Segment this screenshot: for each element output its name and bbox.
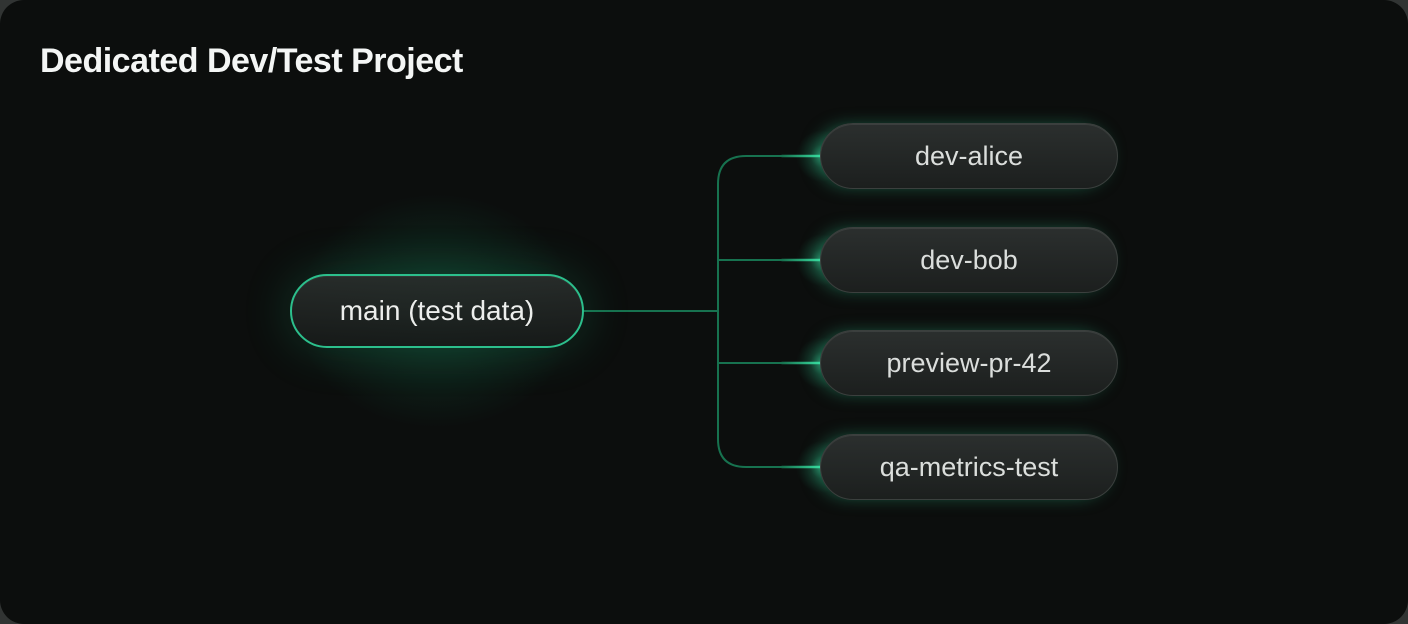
page-title: Dedicated Dev/Test Project xyxy=(40,42,463,80)
branch-node-dev-alice: dev-alice xyxy=(820,123,1118,189)
root-node-main: main (test data) xyxy=(290,274,584,348)
connector-branch-top xyxy=(717,155,800,311)
branch-node-qa-metrics-test: qa-metrics-test xyxy=(820,434,1118,500)
branch-node-label: preview-pr-42 xyxy=(886,347,1052,378)
branch-node-label: dev-bob xyxy=(920,244,1018,275)
branch-node-label: qa-metrics-test xyxy=(879,451,1059,482)
root-node-label: main (test data) xyxy=(339,295,535,326)
connector-branch-bottom xyxy=(717,311,800,468)
branch-node-label: dev-alice xyxy=(914,140,1024,171)
branch-node-preview-pr-42: preview-pr-42 xyxy=(820,330,1118,396)
branch-node-dev-bob: dev-bob xyxy=(820,227,1118,293)
